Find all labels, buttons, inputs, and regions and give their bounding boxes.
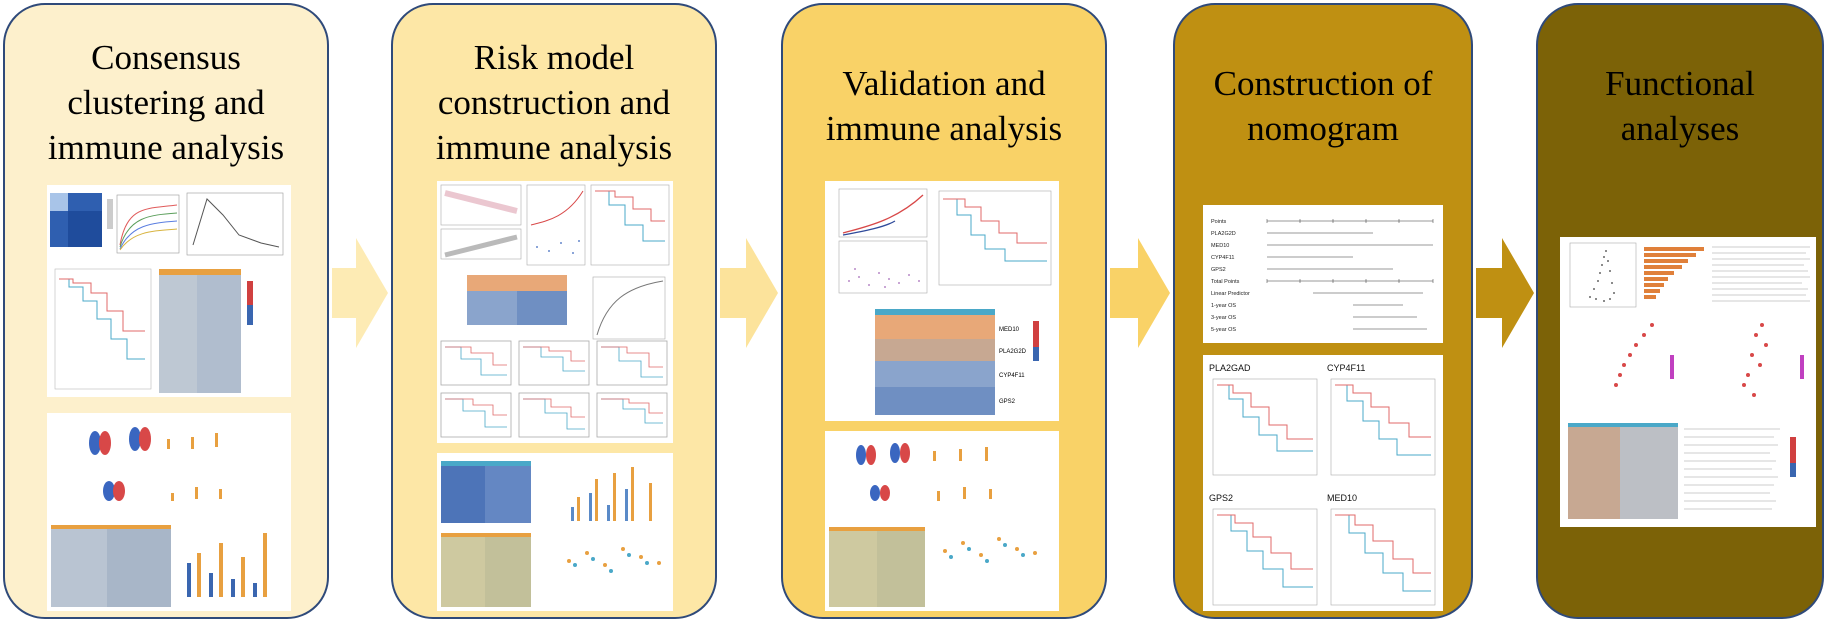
title-line: immune analysis [47, 128, 285, 167]
nomogram-row-label: 1-year OS [1211, 303, 1236, 309]
heatmap-gene-label: MED10 [999, 327, 1020, 333]
flow-arrow-1 [332, 238, 388, 348]
km-gene-label: CYP4F11 [1327, 363, 1365, 373]
title-line: Consensus [91, 38, 241, 77]
title-line: construction and [437, 83, 671, 122]
risk-model-figure [437, 181, 673, 443]
nomogram-row-label: CYP4F11 [1211, 255, 1234, 261]
title-line: Functional [1605, 64, 1755, 103]
heatmap-gene-label: PLA2G2D [999, 349, 1027, 355]
panel-title: Functional analyses [1538, 61, 1822, 151]
panel-functional: Functional analyses [1536, 3, 1824, 619]
nomogram-row-label: 5-year OS [1211, 327, 1236, 333]
nomogram-row-label: PLA2G2D [1211, 231, 1236, 237]
nomogram-row-label: Linear Predictor [1211, 291, 1250, 297]
panel-title: Validation and immune analysis [783, 61, 1105, 151]
title-line: nomogram [1247, 109, 1399, 148]
panel-consensus-clustering: Consensus clustering and immune analysis [3, 3, 329, 619]
gene-km-figure: PLA2GAD CYP4F11 GPS2 MED10 [1203, 355, 1443, 611]
risk-immune-figure [437, 453, 673, 611]
panel-title: Construction of nomogram [1175, 61, 1471, 151]
panel-title: Consensus clustering and immune analysis [5, 35, 327, 170]
panel-validation: Validation and immune analysis MED10 PLA… [781, 3, 1107, 619]
nomogram-figure: Points PLA2G2D MED10 CYP4F11 GPS2 Total … [1203, 205, 1443, 343]
km-gene-label: PLA2GAD [1209, 363, 1251, 373]
title-line: Risk model [473, 38, 635, 77]
nomogram-row-label: MED10 [1211, 243, 1229, 249]
immune-figure [47, 413, 291, 611]
title-line: clustering and [67, 83, 265, 122]
title-line: analyses [1620, 109, 1740, 148]
validation-immune-figure [825, 431, 1059, 611]
functional-figure [1560, 237, 1816, 527]
validation-figure: MED10 PLA2G2D CYP4F11 GPS2 [825, 181, 1059, 421]
panel-title: Risk model construction and immune analy… [393, 35, 715, 170]
panel-risk-model: Risk model construction and immune analy… [391, 3, 717, 619]
nomogram-row-label: Points [1211, 219, 1227, 225]
nomogram-row-label: Total Points [1211, 279, 1240, 285]
flow-arrow-3 [1110, 238, 1170, 348]
title-line: immune analysis [435, 128, 673, 167]
heatmap-gene-label: GPS2 [999, 399, 1016, 405]
panel-nomogram: Construction of nomogram Points PLA2G2D … [1173, 3, 1473, 619]
flow-arrow-4 [1476, 238, 1534, 348]
km-gene-label: MED10 [1327, 493, 1357, 503]
nomogram-row-label: 3-year OS [1211, 315, 1236, 321]
flow-arrow-2 [720, 238, 778, 348]
nomogram-row-label: GPS2 [1211, 267, 1226, 273]
title-line: Validation and [842, 64, 1046, 103]
title-line: Construction of [1213, 64, 1433, 103]
clustering-figure [47, 185, 291, 397]
km-gene-label: GPS2 [1209, 493, 1233, 503]
title-line: immune analysis [825, 109, 1063, 148]
heatmap-gene-label: CYP4F11 [999, 373, 1025, 379]
